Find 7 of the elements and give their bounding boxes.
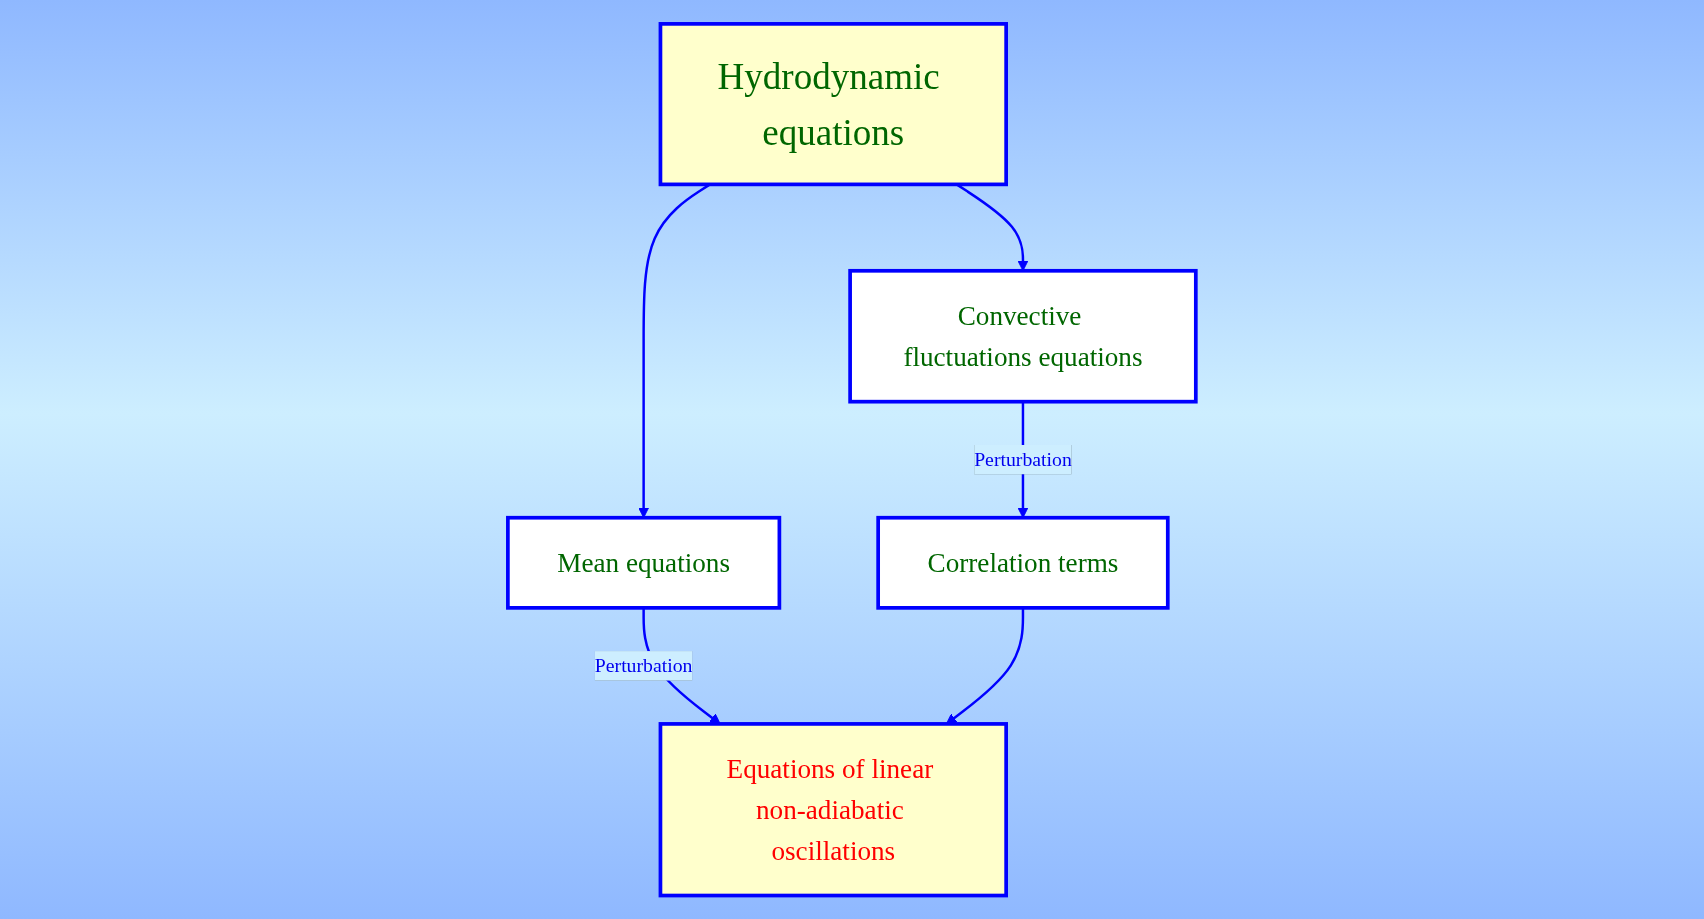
edge-label: Perturbation: [974, 448, 1072, 470]
node-box: Correlation terms: [876, 515, 1170, 610]
node-box: Hydrodynamic equations: [658, 21, 1009, 187]
edge-label: Perturbation: [594, 654, 693, 676]
node-box: Mean equations: [506, 515, 782, 610]
node-box: Convective fluctuations equations: [848, 268, 1198, 404]
node-box: Equations of linear non-adiabatic oscillations: [658, 721, 1009, 898]
